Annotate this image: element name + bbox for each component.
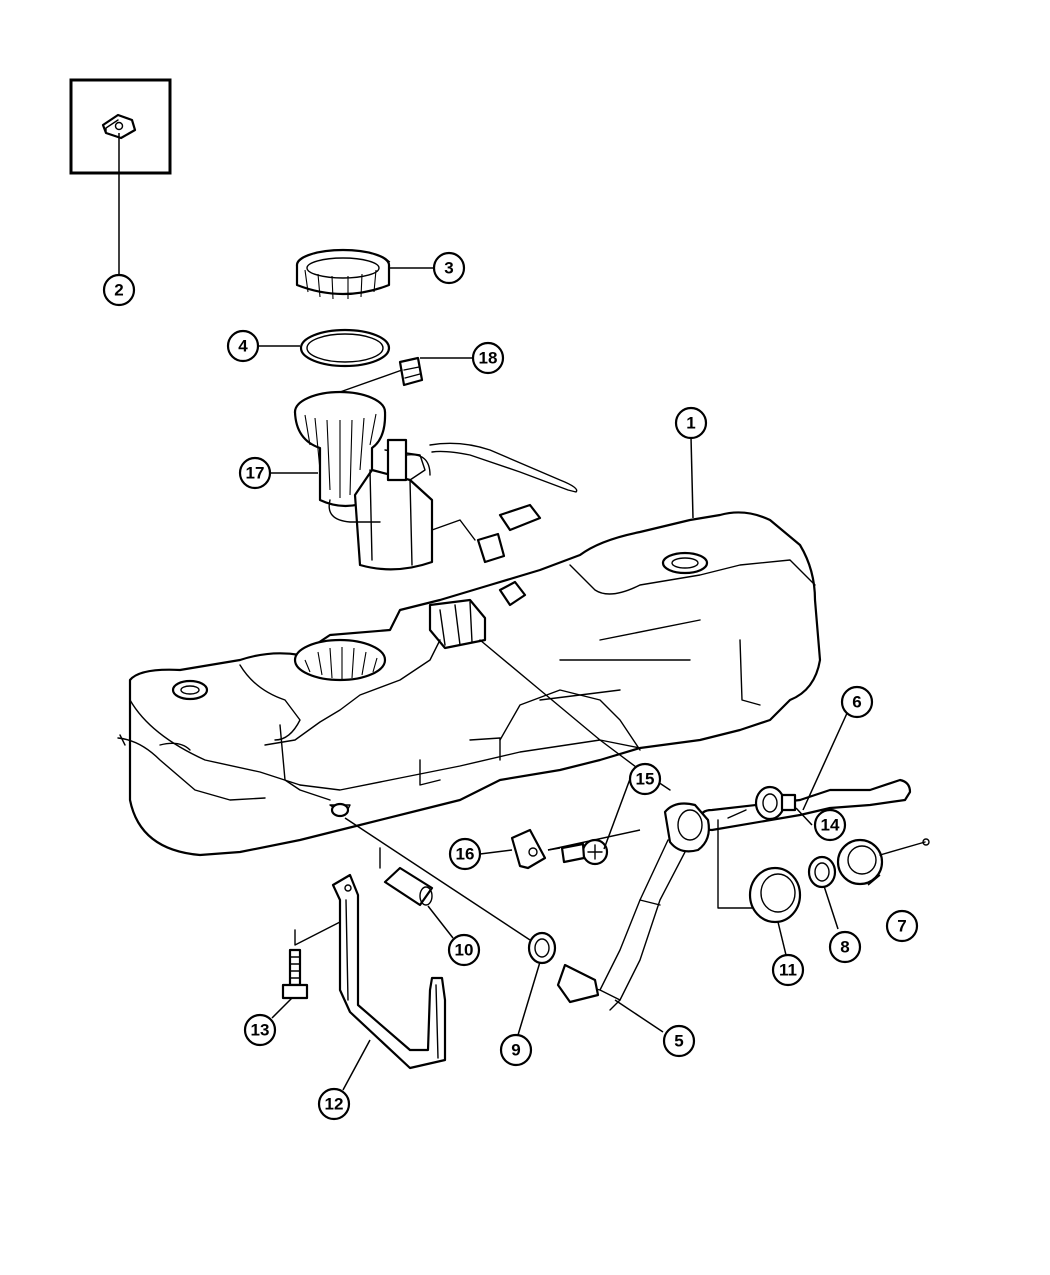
callout-5: 5: [662, 1024, 696, 1058]
electrical-connector-part: [431, 503, 542, 564]
callout-14: 14: [813, 808, 847, 842]
callout-7: 7: [885, 909, 919, 943]
callout-label: 15: [636, 770, 655, 789]
callout-label: 16: [456, 845, 475, 864]
callout-11: 11: [771, 953, 805, 987]
callout-label: 1: [686, 414, 695, 433]
callout-label: 10: [455, 941, 474, 960]
screw-part: [560, 838, 609, 866]
filler-tube-part: [556, 802, 710, 1011]
callout-3: 3: [432, 251, 466, 285]
callout-label: 4: [238, 337, 248, 356]
callout-13: 13: [243, 1013, 277, 1047]
retainer-part: [754, 785, 797, 821]
callout-15: 15: [628, 762, 662, 796]
seal-ring-part: [299, 328, 391, 368]
callout-17: 17: [238, 456, 272, 490]
housing-part: [717, 819, 802, 924]
clip-nut-part: [101, 113, 137, 140]
callout-label: 7: [897, 917, 906, 936]
callout-label: 18: [479, 349, 498, 368]
bolt-part: [281, 921, 341, 1000]
callout-label: 8: [840, 938, 849, 957]
callout-10: 10: [447, 933, 481, 967]
gasket-part: [807, 855, 837, 889]
inset-box: [69, 78, 172, 175]
callout-label: 12: [325, 1095, 344, 1114]
callout-9: 9: [499, 1033, 533, 1067]
bracket-part: [510, 828, 547, 870]
callout-label: 2: [114, 281, 123, 300]
vent-line-part: [429, 442, 578, 493]
callout-label: 11: [779, 961, 797, 980]
connector-part: [398, 356, 424, 387]
callout-6: 6: [840, 685, 874, 719]
callout-2: 2: [102, 273, 136, 307]
callout-label: 17: [246, 464, 265, 483]
callout-label: 9: [511, 1041, 520, 1060]
callout-1: 1: [674, 406, 708, 440]
callout-label: 3: [444, 259, 453, 278]
fuel-filter-part: [379, 847, 434, 907]
callout-label: 5: [674, 1032, 683, 1051]
callout-4: 4: [226, 329, 260, 363]
fuel-pump-module-part: [293, 369, 434, 571]
fuel-cap-part: [836, 838, 930, 886]
callout-label: 13: [251, 1021, 270, 1040]
hose-clamp-part: [344, 817, 557, 965]
lock-ring-part: [295, 248, 391, 300]
callout-12: 12: [317, 1087, 351, 1121]
callout-label: 14: [821, 816, 840, 835]
callout-18: 18: [471, 341, 505, 375]
wire-part: [727, 809, 747, 819]
callout-label: 6: [852, 693, 861, 712]
fuel-tank-part: [117, 511, 822, 857]
callout-16: 16: [448, 837, 482, 871]
callout-8: 8: [828, 930, 862, 964]
tank-strap-part: [331, 873, 447, 1070]
leader-lines: [118, 133, 881, 1091]
